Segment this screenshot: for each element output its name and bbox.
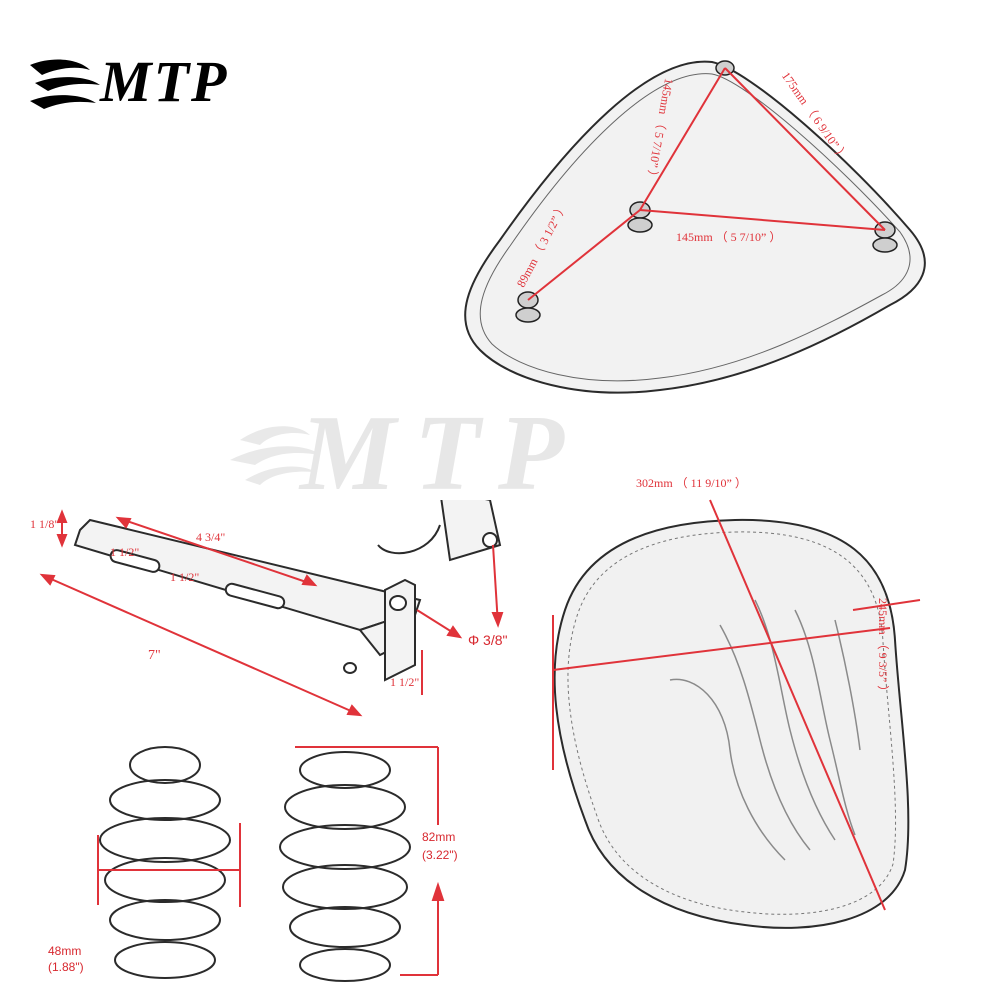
spring-height-in: (3.22") bbox=[422, 848, 458, 862]
brand-logo: MTP bbox=[100, 49, 229, 114]
dim-145mm-horizontal: 145mm （ 5 7/10” ） bbox=[676, 230, 782, 244]
dim-slot-1-1-2-a: 1 1/2" bbox=[110, 545, 140, 559]
watermark-flames-icon bbox=[230, 426, 320, 485]
dim-1-1-8: 1 1/8" bbox=[30, 517, 60, 531]
dim-hole-3-8: Φ 3/8" bbox=[468, 632, 508, 648]
dim-1-1-2-height: 1 1/2" bbox=[390, 675, 420, 689]
dim-slot-1-1-2-b: 1 1/2" bbox=[170, 570, 200, 584]
spring-diameter-mm: 48mm bbox=[48, 944, 82, 958]
seat-topview-illustration bbox=[552, 499, 921, 929]
dim-4-3-4: 4 3/4" bbox=[196, 530, 226, 544]
dim-302mm: 302mm （ 11 9/10” ） bbox=[636, 476, 747, 490]
spring-left bbox=[99, 746, 231, 979]
logo-flames-icon bbox=[30, 59, 100, 109]
springs-illustration bbox=[97, 746, 445, 982]
dim-245mm: 245mm （ 9 3/5” ） bbox=[876, 598, 890, 698]
spring-right bbox=[279, 751, 411, 982]
bracket-illustration bbox=[39, 500, 504, 717]
seat-underside-illustration bbox=[464, 60, 926, 394]
dim-7: 7" bbox=[148, 648, 161, 663]
watermark-logo: MTP bbox=[300, 394, 582, 513]
spring-height-mm: 82mm bbox=[422, 830, 456, 844]
spring-diameter-in: (1.88") bbox=[48, 960, 84, 974]
